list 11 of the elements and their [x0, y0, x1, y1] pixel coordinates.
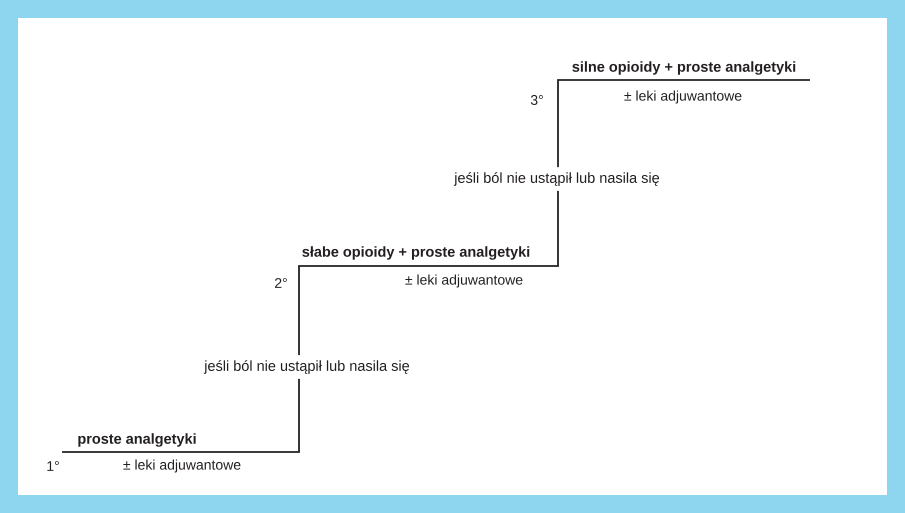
step-number: 1°	[47, 461, 59, 471]
step-number: 2°	[275, 278, 287, 288]
step-heading: silne opioidy + proste analgetyki	[572, 61, 796, 75]
condition-text: jeśli ból nie ustąpił lub nasila się	[204, 355, 410, 379]
step-heading: proste analgetyki	[78, 433, 196, 447]
step-note: ± leki adjuwantowe	[624, 90, 742, 104]
condition-text: jeśli ból nie ustąpił lub nasila się	[454, 167, 660, 191]
step-number: 3°	[530, 95, 543, 105]
step-note: ± leki adjuwantowe	[405, 274, 522, 288]
step-note: ± leki adjuwantowe	[123, 459, 240, 472]
step-heading: słabe opioidy + proste analgetyki	[302, 246, 530, 260]
